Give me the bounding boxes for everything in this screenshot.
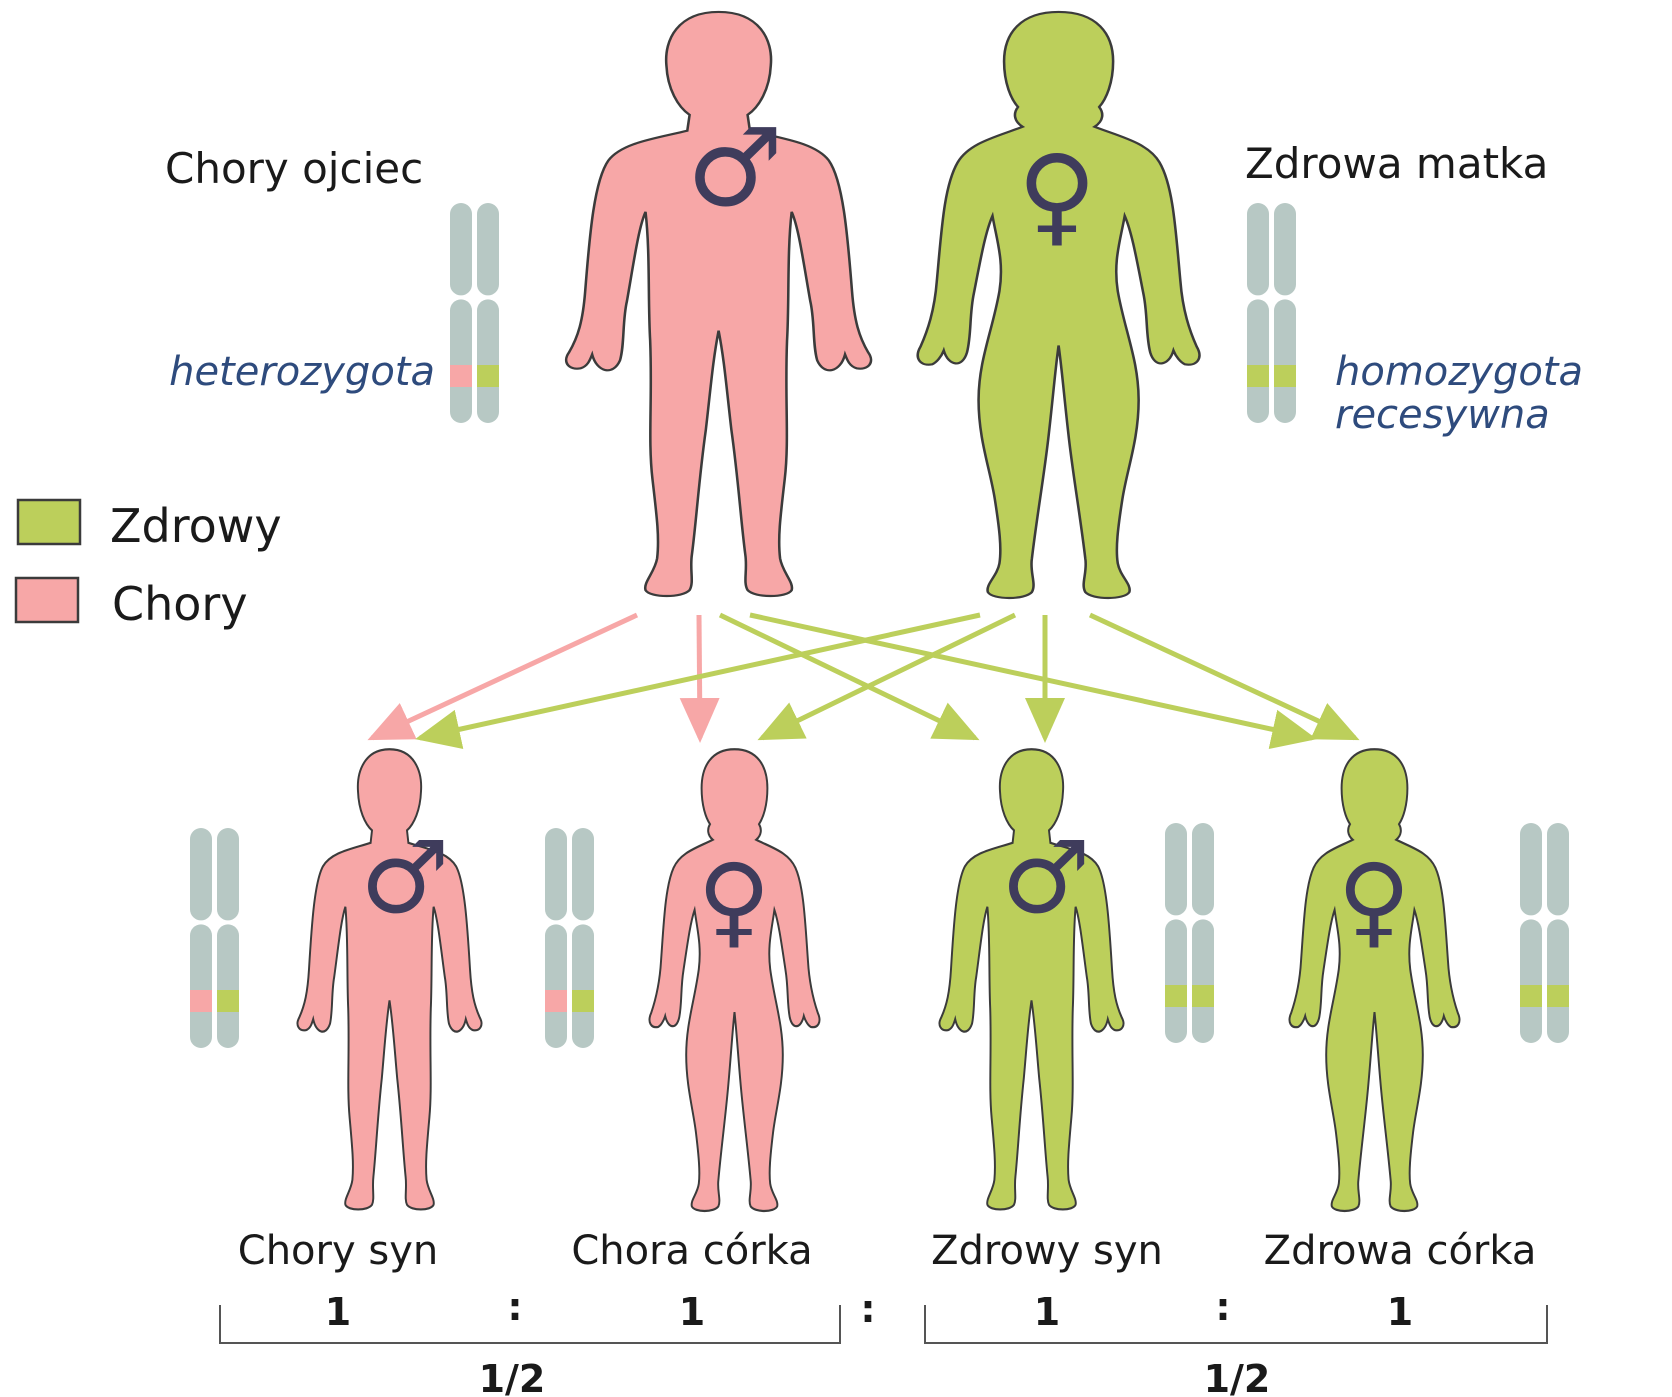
child-3-male-symbol: ♂ (1001, 819, 1091, 936)
mother-female-symbol: ♀ (1017, 133, 1096, 258)
child-2-allele-2 (572, 990, 594, 1012)
legend-label-sick: Chory (112, 577, 248, 631)
child-1-chromosome-1-upper (190, 828, 212, 920)
child-4-label: Zdrowa córka (1264, 1228, 1537, 1274)
mother-label: Zdrowa matka (1245, 139, 1548, 188)
father-chromosome-1-lower (450, 299, 472, 423)
child-2-chromosome-2-upper (572, 828, 594, 920)
mother-chromosome-2-upper (1274, 203, 1296, 295)
father-chromosome-2-upper (477, 203, 499, 295)
mother-chromosome-1-upper (1247, 203, 1269, 295)
father-figure (566, 12, 871, 596)
child-4-chromosome-2-upper (1547, 823, 1569, 915)
father-chromosome-2-lower (477, 299, 499, 423)
child-3-chromosome-1-lower (1165, 919, 1187, 1043)
ratio-value-4: 1 (1387, 1290, 1413, 1334)
ratio-group-label-right: 1/2 (1204, 1357, 1271, 1397)
child-3-chromosome-2-upper (1192, 823, 1214, 915)
child-1-chromosome-1-lower (190, 924, 212, 1048)
child-2-chromosome-pair (545, 828, 594, 1048)
legend: Zdrowy Chory (16, 499, 282, 631)
father-allele-2 (477, 365, 499, 387)
child-4-chromosome-pair (1520, 823, 1569, 1043)
child-4-chromosome-2-lower (1547, 919, 1569, 1043)
ratio-bracket-left (220, 1305, 840, 1343)
child-1-allele-1 (190, 990, 212, 1012)
child-2-allele-1 (545, 990, 567, 1012)
father-male-symbol: ♂ (687, 106, 784, 231)
child-3-chromosome-pair (1165, 823, 1214, 1043)
mother-chromosome-1-lower (1247, 299, 1269, 423)
arrow-3 (720, 615, 975, 738)
legend-swatch-healthy (18, 500, 80, 544)
ratio-separator-3: : (1215, 1285, 1230, 1329)
mother-chromosome-pair (1247, 203, 1296, 423)
father-allele-1 (450, 365, 472, 387)
child-3-chromosome-1-upper (1165, 823, 1187, 915)
mother-genotype-line1: homozygota (1335, 349, 1583, 395)
child-4-figure (1290, 749, 1460, 1211)
ratio-row: 1 : 1 : 1 : 1 1/2 1/2 (220, 1285, 1547, 1397)
child-3-allele-2 (1192, 985, 1214, 1007)
father-chromosome-1-upper (450, 203, 472, 295)
child-1-male-symbol: ♂ (360, 819, 450, 936)
ratio-group-label-left: 1/2 (479, 1357, 546, 1397)
child-1-chromosome-pair (190, 828, 239, 1048)
ratio-value-2: 1 (679, 1290, 705, 1334)
child-1-chromosome-2-lower (217, 924, 239, 1048)
child-3-label: Zdrowy syn (931, 1228, 1163, 1274)
inheritance-arrows (372, 615, 1355, 738)
mother-chromosome-2-lower (1274, 299, 1296, 423)
father-chromosome-pair (450, 203, 499, 423)
legend-swatch-sick (16, 578, 78, 622)
child-4-allele-2 (1547, 985, 1569, 1007)
child-4-chromosome-1-lower (1520, 919, 1542, 1043)
child-3-chromosome-2-lower (1192, 919, 1214, 1043)
mother-allele-1 (1247, 365, 1269, 387)
child-1-allele-2 (217, 990, 239, 1012)
ratio-value-3: 1 (1034, 1290, 1060, 1334)
child-1-label: Chory syn (238, 1228, 438, 1274)
child-3-allele-1 (1165, 985, 1187, 1007)
child-2-female-symbol: ♀ (697, 842, 770, 959)
ratio-value-1: 1 (325, 1290, 351, 1334)
child-2-chromosome-2-lower (572, 924, 594, 1048)
mother-allele-2 (1274, 365, 1296, 387)
child-2-chromosome-1-upper (545, 828, 567, 920)
mother-genotype-line2: recesywna (1335, 392, 1550, 438)
child-2-label: Chora córka (571, 1228, 812, 1274)
child-2-chromosome-1-lower (545, 924, 567, 1048)
ratio-separator-1: : (507, 1285, 522, 1329)
child-2-figure (650, 749, 820, 1211)
child-1-chromosome-2-upper (217, 828, 239, 920)
ratio-bracket-right (925, 1305, 1547, 1343)
child-4-female-symbol: ♀ (1337, 842, 1410, 959)
father-label: Chory ojciec (165, 144, 423, 193)
father-genotype-label: heterozygota (169, 349, 435, 395)
child-4-chromosome-1-upper (1520, 823, 1542, 915)
ratio-separator-2: : (860, 1287, 875, 1331)
mother-figure (918, 12, 1200, 598)
legend-label-healthy: Zdrowy (110, 499, 282, 553)
child-4-allele-1 (1520, 985, 1542, 1007)
